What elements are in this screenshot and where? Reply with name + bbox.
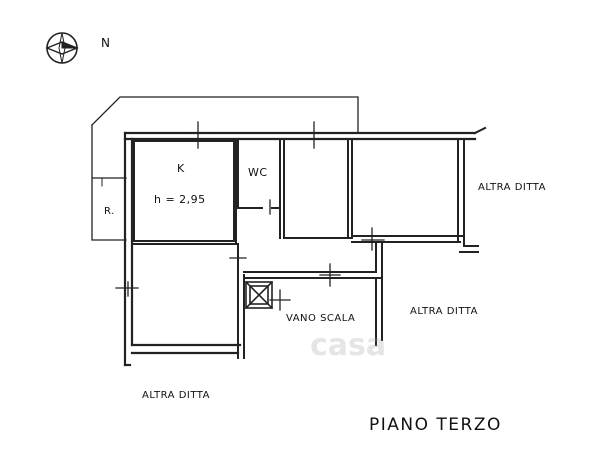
other-unit-right-top: ALTRA DITTA: [478, 182, 546, 193]
room-kitchen-label: K: [177, 162, 185, 175]
stair-label: VANO SCALA: [286, 313, 356, 324]
room-r-outline: [91, 124, 127, 241]
floor-title: PIANO TERZO: [369, 415, 502, 435]
compass-rose-icon: [45, 32, 79, 64]
room-kitchen-outline: [133, 140, 235, 242]
watermark: casa: [310, 328, 387, 363]
room-wc-label: WC: [248, 166, 268, 179]
other-unit-bottom: ALTRA DITTA: [142, 390, 210, 401]
room-r-label: R.: [104, 206, 115, 217]
compass-north-label: N: [101, 36, 111, 50]
shaft-box: [244, 280, 274, 310]
terrace-outline: [91, 96, 359, 134]
other-unit-right-mid: ALTRA DITTA: [410, 306, 478, 317]
room-kitchen-height: h = 2,95: [154, 193, 206, 206]
